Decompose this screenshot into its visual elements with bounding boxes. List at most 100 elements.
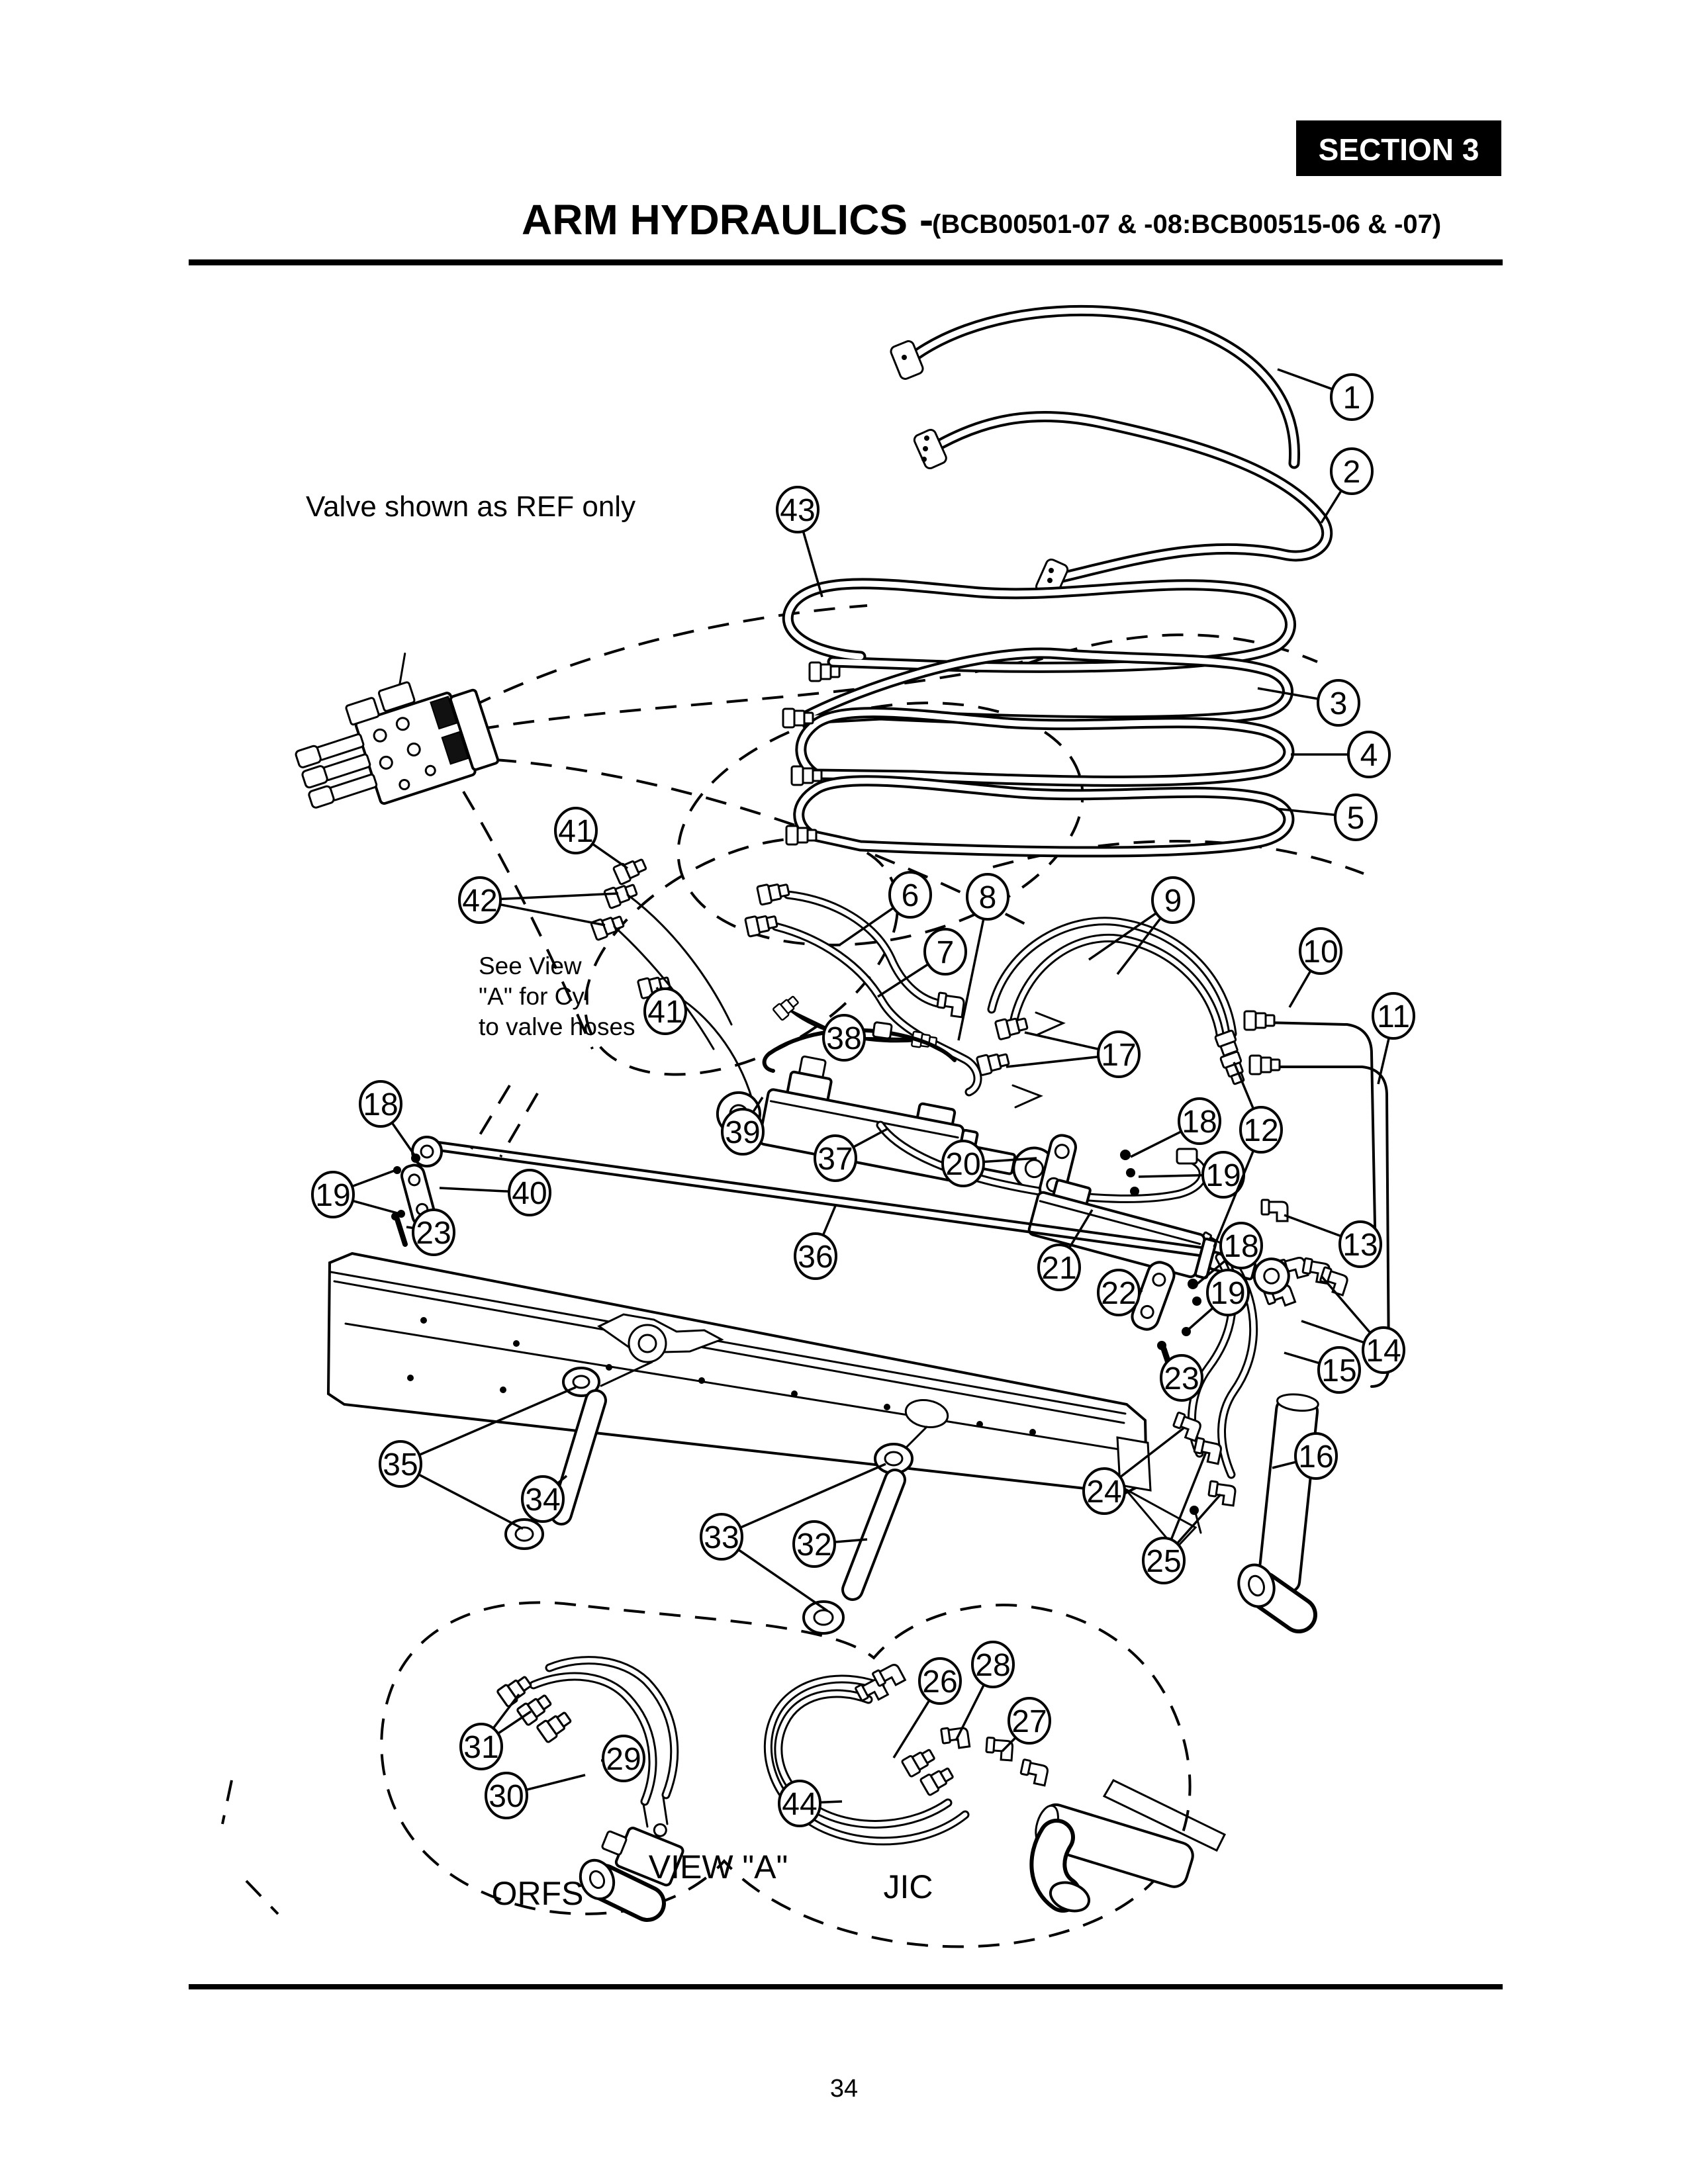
- callout-18a: 18: [359, 1080, 417, 1158]
- leader-line-7: [877, 963, 929, 998]
- leader-line-1: [1277, 368, 1333, 390]
- callout-circle-33: [700, 1513, 743, 1561]
- callout-circle-31: [459, 1723, 503, 1770]
- jic-label: JIC: [884, 1868, 933, 1905]
- post-16: [1237, 1393, 1319, 1633]
- callout-39: 39: [721, 1097, 765, 1156]
- leader-line-31: [497, 1710, 532, 1735]
- leader-line-38: [791, 1010, 827, 1029]
- callout-circle-7: [923, 928, 967, 976]
- callout-number-12: 12: [1243, 1113, 1278, 1148]
- callout-circle-18b: [1178, 1097, 1221, 1145]
- callout-circle-24: [1082, 1467, 1126, 1515]
- callout-circle-40: [508, 1169, 551, 1216]
- leader-line-19a: [352, 1199, 400, 1215]
- callout-number-15: 15: [1321, 1353, 1356, 1388]
- callout-circle-26: [918, 1657, 962, 1705]
- leader-line-6: [839, 907, 894, 946]
- callout-10: 10: [1288, 927, 1342, 1008]
- callout-circle-2: [1330, 447, 1374, 495]
- view-a-label: VIEW "A": [649, 1848, 788, 1886]
- callout-30: 30: [485, 1772, 586, 1819]
- callout-38: 38: [791, 1010, 917, 1062]
- see-view-note-line3: to valve hoses: [479, 1013, 635, 1040]
- view-a-jic-detail: [763, 1660, 1227, 1913]
- control-valve: [295, 653, 500, 809]
- callout-29: 29: [600, 1735, 645, 1782]
- callout-19b: 19: [1138, 1151, 1245, 1199]
- callout-circle-19a: [311, 1171, 355, 1218]
- callout-24: 24: [1082, 1427, 1185, 1515]
- callout-40: 40: [439, 1169, 551, 1216]
- callout-41a: 41: [554, 807, 629, 870]
- callout-26: 26: [892, 1657, 962, 1758]
- callout-42: 42: [458, 876, 619, 927]
- callout-number-16: 16: [1298, 1439, 1333, 1475]
- callout-3: 3: [1257, 679, 1360, 727]
- callout-number-21: 21: [1041, 1251, 1076, 1286]
- leader-line-34: [557, 1475, 568, 1484]
- leader-line-14: [1301, 1320, 1365, 1344]
- see-view-note-line1: See View: [479, 952, 582, 979]
- callout-number-24: 24: [1086, 1475, 1121, 1510]
- leader-line-43: [802, 531, 823, 598]
- main-beam: [326, 1251, 1197, 1551]
- leader-line-20: [983, 1157, 1037, 1163]
- callout-number-31: 31: [463, 1730, 498, 1765]
- valve-ref-note: Valve shown as REF only: [306, 490, 635, 523]
- callout-number-38: 38: [826, 1021, 861, 1056]
- leader-line-19b: [1138, 1174, 1203, 1178]
- callout-circle-10: [1299, 927, 1342, 975]
- leader-line-17: [1024, 1031, 1100, 1051]
- callout-number-9: 9: [1164, 884, 1182, 919]
- leader-line-44: [820, 1800, 843, 1804]
- header-rule: [189, 259, 1503, 265]
- callout-number-42: 42: [462, 884, 497, 919]
- callout-circle-34: [521, 1475, 565, 1523]
- callout-circle-19c: [1206, 1269, 1250, 1316]
- callout-9: 9: [1088, 876, 1195, 976]
- leader-line-3: [1257, 687, 1319, 700]
- callout-number-43: 43: [780, 493, 815, 528]
- callout-number-2: 2: [1343, 455, 1361, 490]
- callout-number-32: 32: [796, 1527, 831, 1563]
- leader-line-13: [1284, 1214, 1342, 1238]
- leader-line-33: [737, 1549, 828, 1612]
- callout-circle-23a: [412, 1208, 455, 1256]
- callout-number-19b: 19: [1205, 1158, 1241, 1193]
- callout-number-35: 35: [383, 1447, 418, 1482]
- leader-line-18a: [391, 1122, 417, 1158]
- callout-17: 17: [1006, 1030, 1141, 1078]
- callout-5: 5: [1276, 794, 1378, 841]
- callout-27: 27: [1001, 1697, 1051, 1752]
- callout-11: 11: [1372, 992, 1415, 1085]
- callout-19a: 19: [311, 1169, 400, 1218]
- callout-circle-35: [379, 1440, 422, 1488]
- callout-circle-18c: [1219, 1222, 1263, 1269]
- callout-14: 14: [1301, 1275, 1405, 1374]
- callout-41b: 41: [643, 987, 687, 1035]
- callout-number-39: 39: [725, 1115, 760, 1150]
- callout-number-8: 8: [979, 880, 997, 915]
- leader-line-42: [500, 892, 619, 901]
- callout-15: 15: [1284, 1346, 1361, 1394]
- callout-circle-41b: [643, 987, 687, 1035]
- callout-circle-25: [1142, 1537, 1186, 1584]
- leader-line-35: [418, 1386, 577, 1456]
- leader-line-21: [1068, 1209, 1094, 1249]
- callout-number-19c: 19: [1210, 1276, 1245, 1311]
- callout-25: 25: [1142, 1451, 1222, 1584]
- callout-circle-38: [822, 1014, 866, 1062]
- callout-32: 32: [792, 1520, 868, 1568]
- leader-line-15: [1284, 1351, 1320, 1365]
- callout-number-3: 3: [1330, 686, 1348, 721]
- callout-number-4: 4: [1360, 738, 1378, 773]
- leader-line-42: [500, 903, 606, 927]
- callout-18b: 18: [1130, 1097, 1221, 1158]
- callout-20: 20: [941, 1140, 1037, 1187]
- callout-circle-20: [941, 1140, 985, 1187]
- callout-circle-32: [792, 1520, 836, 1568]
- page-footer: 34: [189, 1984, 1503, 2103]
- callout-23b: 23: [1160, 1354, 1203, 1402]
- tube-10: [1243, 1010, 1377, 1260]
